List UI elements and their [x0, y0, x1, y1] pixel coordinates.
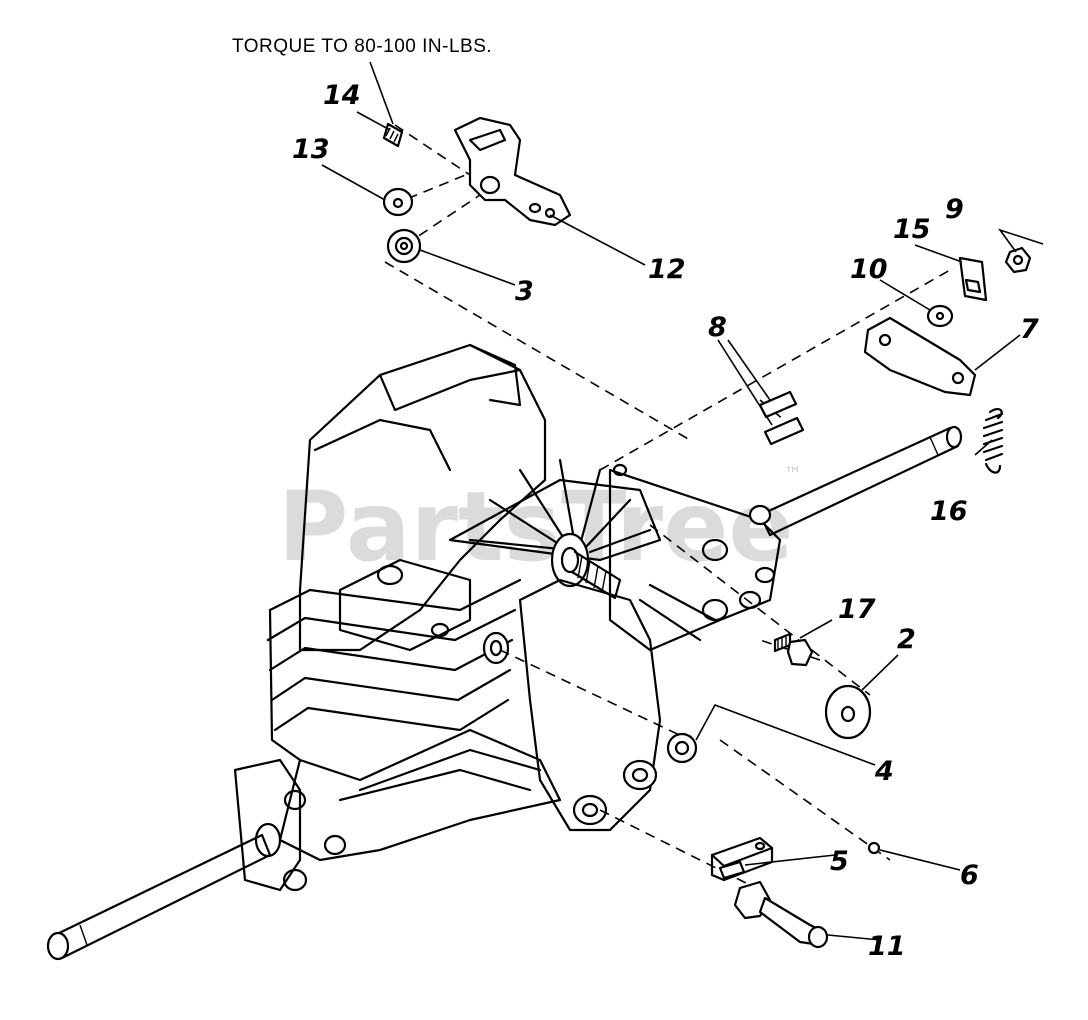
- callout-5: 5: [830, 846, 849, 877]
- right-axle-shaft: [748, 425, 963, 537]
- callout-15: 15: [893, 214, 931, 245]
- part-16-spring: [982, 408, 1004, 474]
- part-8-pins: [758, 390, 805, 446]
- callout-16: 16: [930, 496, 968, 527]
- callout-12: 12: [648, 254, 686, 285]
- part-4-bushing: [666, 732, 698, 764]
- leader-lines: [321, 61, 1044, 941]
- part-12-shift-lever: [453, 116, 572, 227]
- part-13-spacer: [382, 187, 414, 217]
- callout-11: 11: [868, 931, 906, 962]
- part-3-bearing: [386, 228, 422, 264]
- part-7-bracket: [863, 316, 977, 397]
- callout-17: 17: [838, 594, 876, 625]
- callout-13: 13: [292, 134, 330, 165]
- callout-4: 4: [874, 756, 894, 787]
- callout-2: 2: [897, 624, 916, 655]
- part-2-thrust-washer: [824, 684, 872, 740]
- part-17-bolt: [773, 632, 814, 667]
- part-10-washer: [926, 304, 954, 328]
- callout-9: 9: [945, 194, 964, 225]
- part-5-plate: [710, 836, 774, 882]
- callout-7: 7: [1020, 314, 1039, 345]
- part-15-clip: [958, 256, 988, 302]
- left-axle-shaft: [46, 833, 272, 961]
- callout-10: 10: [850, 254, 888, 285]
- callout-labels: 14 13 12 3 9 15 10 7 8 16 17 2 4 5 6 11: [292, 80, 1039, 962]
- callout-8: 8: [708, 312, 727, 343]
- watermark-trademark: ™: [784, 464, 802, 485]
- part-9-nut: [1004, 246, 1032, 274]
- transaxle-housing: [233, 343, 782, 892]
- callout-3: 3: [515, 276, 534, 307]
- callout-6: 6: [960, 860, 979, 891]
- part-6-ball: [867, 841, 881, 855]
- torque-note: TORQUE TO 80-100 IN-LBS.: [232, 36, 493, 57]
- part-11-fitting: [733, 880, 829, 949]
- callout-14: 14: [323, 80, 361, 111]
